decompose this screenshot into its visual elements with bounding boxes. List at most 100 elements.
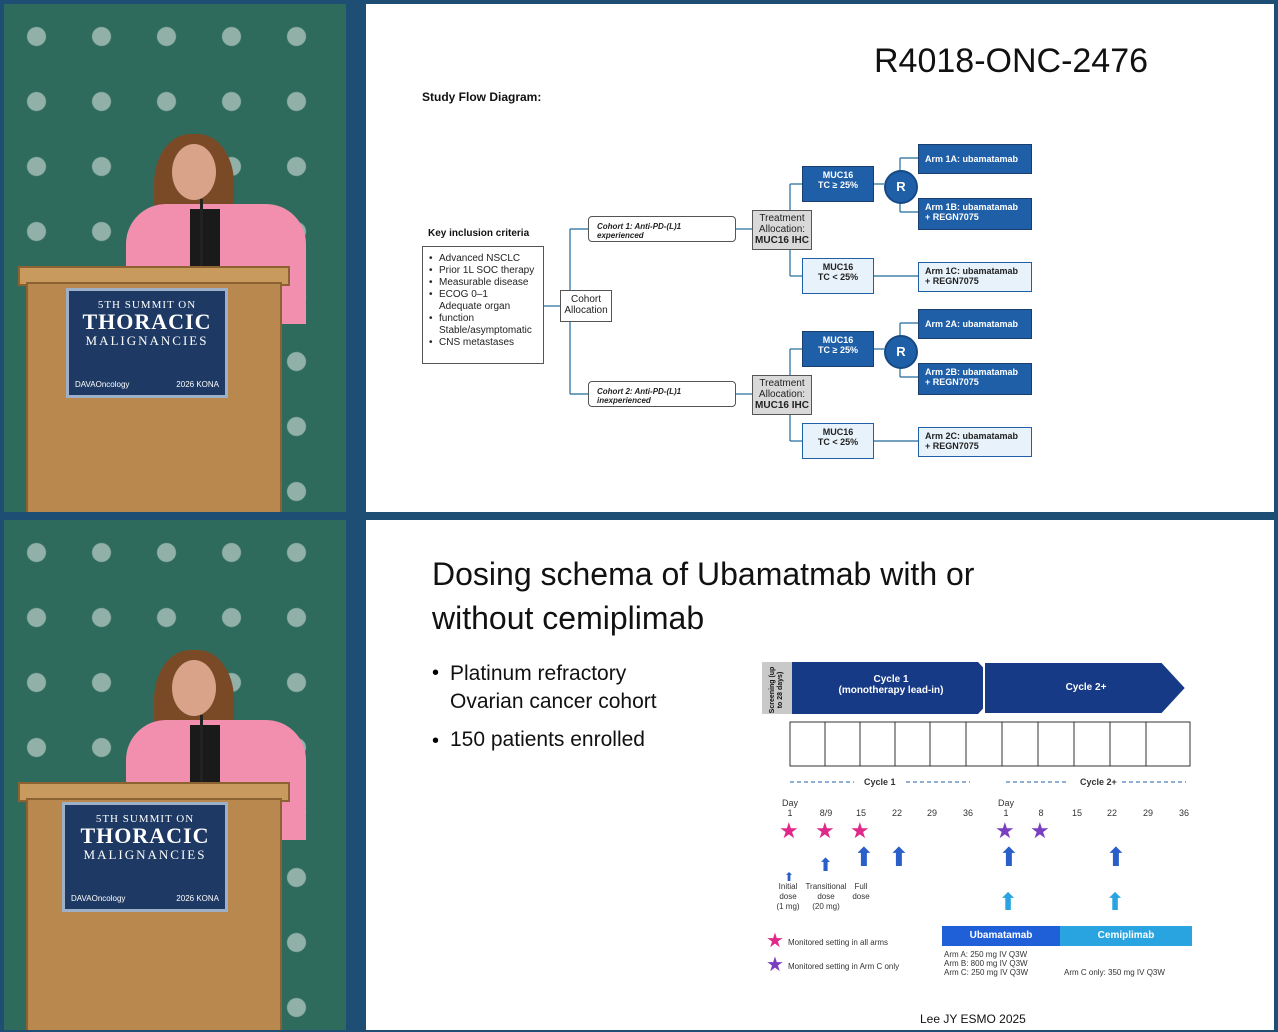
microphone bbox=[200, 715, 203, 785]
dose-label: Transitional bbox=[805, 882, 847, 891]
inclusion-item: Measurable disease• bbox=[429, 277, 529, 288]
bullet-dot: • bbox=[432, 730, 440, 752]
treatment-allocation-2: Treatment Allocation: MUC16 IHC bbox=[752, 375, 812, 415]
muc16-high-1: MUC16 TC ≥ 25% bbox=[802, 166, 874, 202]
sign-line1: 5TH SUMMIT ON bbox=[95, 813, 195, 825]
dose-arrow-icon: ⬆ bbox=[853, 842, 875, 872]
cycle-arrows bbox=[789, 661, 1191, 783]
dose-arrow-icon: ⬆ bbox=[1105, 842, 1127, 872]
sign-line3: MALIGNANCIES bbox=[83, 847, 207, 862]
arm-label: Arm 1C: ubamatamab bbox=[925, 266, 1019, 276]
dose-arrow-icon: ⬆ bbox=[888, 842, 910, 872]
dose-full: Full dose bbox=[848, 882, 874, 902]
arm-2a: Arm 2A: ubamatamab bbox=[918, 309, 1032, 339]
cycle2-arrow: Cycle 2+ bbox=[1065, 682, 1107, 693]
dose-label: Full bbox=[854, 882, 868, 891]
muc16-low-2: MUC16 TC < 25% bbox=[802, 423, 874, 459]
inclusion-title: Key inclusion criteria bbox=[428, 228, 530, 239]
star-pink-icon: ★ bbox=[850, 818, 870, 843]
dose-arrow-icon: ⬆ bbox=[998, 842, 1020, 872]
slide-title-line1: Dosing schema of Ubamatmab with or bbox=[432, 556, 975, 592]
bullet1-line1: Platinum refractory bbox=[450, 662, 627, 685]
cohort1-box: Cohort 1: Anti-PD-(L)1 experienced bbox=[588, 216, 736, 242]
cemiplimab-arrow-icon: ⬆ bbox=[1105, 889, 1126, 916]
day-c1-4: 22 bbox=[891, 808, 902, 818]
ta-line2: Allocation: bbox=[758, 224, 806, 235]
legend-all: Monitored setting in all arms bbox=[788, 938, 889, 947]
cycle1-arrow: Cycle 1 (monotherapy lead-in) bbox=[806, 674, 976, 696]
arm-label: Arm 1B: ubamatamab bbox=[925, 202, 1019, 212]
ta-line1: Treatment bbox=[759, 378, 805, 389]
arm-label: Arm 2B: ubamatamab bbox=[925, 367, 1019, 377]
dose-label: dose bbox=[779, 892, 797, 901]
arm-label-2: + REGN7075 bbox=[925, 276, 979, 286]
study-code: R4018-ONC-2476 bbox=[874, 42, 1149, 80]
cohort2-box: Cohort 2: Anti-PD-(L)1 inexperienced bbox=[588, 381, 736, 407]
star-purple-icon: ★ bbox=[995, 818, 1015, 843]
sign-line3: MALIGNANCIES bbox=[85, 333, 209, 348]
muc16-label: MUC16 bbox=[822, 427, 854, 437]
dose-label: dose bbox=[852, 892, 870, 901]
slide-title-line2: without cemiplimab bbox=[432, 600, 705, 636]
cycle1-subtitle: (monotherapy lead-in) bbox=[838, 685, 944, 696]
sign-brand: DAVAOncology bbox=[75, 380, 130, 389]
sign-brand2: 2026 KONA bbox=[176, 894, 219, 903]
bullet-dot: • bbox=[429, 277, 433, 288]
cycle1-label: Cycle 1 bbox=[864, 777, 896, 787]
ta-line1: Treatment bbox=[759, 213, 805, 224]
ubamatamab-bar: Ubamatamab bbox=[942, 926, 1060, 946]
dose-initial: Initial dose (1 mg) bbox=[770, 882, 806, 912]
inclusion-item: Prior 1L SOC therapy• bbox=[429, 265, 535, 276]
muc16-label: MUC16 bbox=[822, 170, 854, 180]
sign-line2: THORACIC bbox=[82, 309, 212, 334]
slide-study-flow: R4018-ONC-2476 Study Flow Diagram: bbox=[366, 4, 1274, 512]
arm-1c: Arm 1C: ubamatamab + REGN7075 bbox=[918, 262, 1032, 292]
slide-heading: Study Flow Diagram: bbox=[422, 90, 542, 104]
sign-line2: THORACIC bbox=[80, 823, 210, 848]
muc16-threshold: TC ≥ 25% bbox=[818, 345, 858, 355]
muc16-label: MUC16 bbox=[822, 335, 854, 345]
sign-brand: DAVAOncology bbox=[71, 894, 126, 903]
dose-transitional: Transitional dose (20 mg) bbox=[802, 882, 850, 912]
ta-line3: MUC16 IHC bbox=[755, 400, 809, 411]
legend-star-pink-icon: ★ bbox=[766, 930, 784, 952]
screening-box: Screening (up to 28 days) bbox=[762, 662, 792, 714]
day-c1-3: 15 bbox=[855, 808, 866, 818]
speaker-face bbox=[172, 660, 216, 716]
arm-2b: Arm 2B: ubamatamab + REGN7075 bbox=[918, 363, 1032, 395]
bullet-dot: • bbox=[432, 662, 440, 684]
dose-label: Initial bbox=[778, 882, 798, 891]
arm-label: Arm 2C: ubamatamab bbox=[925, 431, 1019, 441]
muc16-high-2: MUC16 TC ≥ 25% bbox=[802, 331, 874, 367]
inclusion-criteria-box: Advanced NSCLC• Prior 1L SOC therapy• Me… bbox=[422, 246, 544, 364]
bullet1-line2: Ovarian cancer cohort bbox=[450, 690, 657, 713]
bullet2: 150 patients enrolled bbox=[450, 728, 645, 751]
dose-label: (20 mg) bbox=[812, 902, 840, 911]
cemiplimab-arrow-icon: ⬆ bbox=[998, 889, 1019, 916]
cemiplimab-bar: Cemiplimab bbox=[1060, 926, 1192, 946]
legend-star-purple-icon: ★ bbox=[766, 954, 784, 976]
bullet-dot: • bbox=[429, 289, 433, 300]
inclusion-item: Adequate organ function• bbox=[429, 301, 511, 324]
star-pink-icon: ★ bbox=[815, 818, 835, 843]
day-c1-6: 36 bbox=[962, 808, 973, 818]
legend-armc: Monitored setting in Arm C only bbox=[788, 962, 900, 971]
inclusion-item: Stable/asymptomatic CNS metastases• bbox=[429, 325, 532, 348]
star-purple-icon: ★ bbox=[1030, 818, 1050, 843]
arm-1a: Arm 1A: ubamatamab bbox=[918, 144, 1032, 174]
ta-line3: MUC16 IHC bbox=[755, 235, 809, 246]
day-c2-6: 36 bbox=[1178, 808, 1189, 818]
arm-label-2: + REGN7075 bbox=[925, 377, 979, 387]
day-c1-1: 1 bbox=[787, 808, 793, 818]
podium-sign: 5TH SUMMIT ON THORACIC MALIGNANCIES DAVA… bbox=[66, 288, 228, 398]
day-c2-1: 1 bbox=[1003, 808, 1009, 818]
bullet-dot: • bbox=[429, 253, 433, 264]
arm-b-dose: Arm B: 800 mg IV Q3W bbox=[944, 959, 1028, 968]
arm-a-dose: Arm A: 250 mg IV Q3W bbox=[944, 950, 1028, 959]
arm-1b: Arm 1B: ubamatamab + REGN7075 bbox=[918, 198, 1032, 230]
treatment-allocation-1: Treatment Allocation: MUC16 IHC bbox=[752, 210, 812, 250]
sign-brand2: 2026 KONA bbox=[176, 380, 219, 389]
dose-label: dose bbox=[817, 892, 835, 901]
slide-dosing-schema: Dosing schema of Ubamatmab with or witho… bbox=[366, 520, 1274, 1030]
inclusion-item: Advanced NSCLC• bbox=[429, 253, 521, 264]
